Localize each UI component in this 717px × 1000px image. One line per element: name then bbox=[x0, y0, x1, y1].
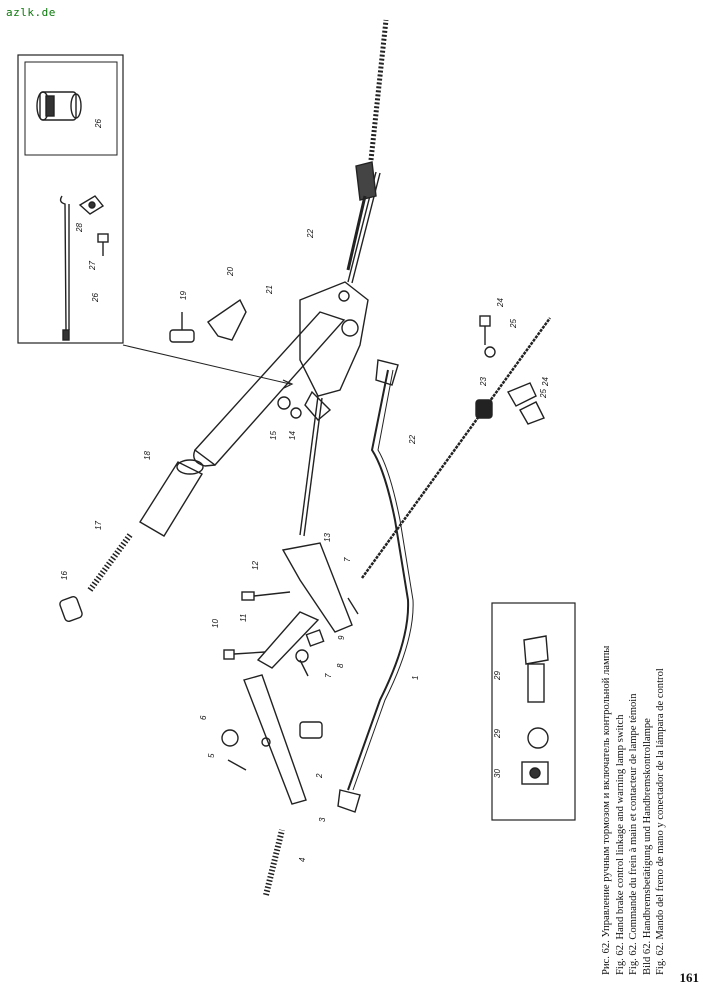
label-23: 23 bbox=[479, 377, 488, 387]
caption-german: Bild 62. Handbremsbetätigung und Handbre… bbox=[641, 718, 653, 975]
label-6: 6 bbox=[199, 715, 208, 720]
part-7-pin-b bbox=[347, 597, 359, 615]
front-rod bbox=[299, 395, 323, 537]
label-17: 17 bbox=[94, 521, 103, 530]
label-9: 9 bbox=[337, 635, 346, 640]
part-19-switch bbox=[169, 312, 195, 343]
label-11: 11 bbox=[239, 614, 248, 622]
label-16: 16 bbox=[60, 571, 69, 580]
caption-french: Fig. 62. Commande du frein à main et con… bbox=[628, 693, 639, 975]
inset-box-warning-switch bbox=[17, 54, 124, 344]
inset-box-sub-29 bbox=[24, 61, 118, 156]
label-18: 18 bbox=[143, 451, 152, 460]
label-15: 15 bbox=[269, 431, 278, 440]
part-7-pin-a bbox=[299, 659, 309, 677]
part-29-switch-body bbox=[36, 91, 82, 121]
part-9-nut bbox=[305, 629, 325, 647]
part-21-lever-assembly bbox=[193, 281, 369, 467]
part-11-plate bbox=[256, 611, 320, 669]
label-19: 19 bbox=[179, 291, 188, 300]
label-24b: 29 bbox=[493, 671, 502, 681]
watermark: azlk.de bbox=[6, 6, 56, 19]
label-20: 20 bbox=[226, 267, 235, 277]
label-13: 13 bbox=[323, 533, 332, 542]
label-2: 2 bbox=[315, 773, 324, 779]
part-4-spring bbox=[263, 829, 285, 896]
label-5: 5 bbox=[207, 753, 216, 758]
part-1-cable bbox=[337, 359, 414, 813]
part-3-lever-arm bbox=[243, 674, 307, 805]
part-16-button bbox=[59, 596, 83, 622]
label-25a: 25 bbox=[509, 319, 518, 329]
inset-leader-line bbox=[122, 344, 291, 385]
part-5-pin bbox=[227, 759, 247, 771]
label-4: 4 bbox=[298, 857, 307, 862]
part-17-spring bbox=[87, 533, 133, 592]
part-27-clip bbox=[519, 401, 545, 425]
label-7b: 7 bbox=[343, 557, 352, 562]
label-12: 12 bbox=[251, 561, 260, 570]
caption-russian: Рис. 62. Управление ручным тормозом и вк… bbox=[601, 645, 612, 975]
label-26a: 24 bbox=[541, 377, 550, 387]
label-10: 10 bbox=[211, 619, 220, 628]
part-6-nut bbox=[221, 729, 239, 747]
label-29a: 26 bbox=[94, 119, 103, 129]
part-12-bolt bbox=[241, 591, 291, 601]
inset-box-fasteners bbox=[491, 602, 576, 821]
label-28: 26 bbox=[91, 293, 100, 303]
part-15-nut bbox=[277, 396, 291, 410]
part-24-bolt-top bbox=[479, 315, 491, 345]
label-22b: 22 bbox=[408, 435, 417, 445]
label-3: 3 bbox=[318, 817, 327, 822]
part-29-plunger bbox=[97, 233, 109, 256]
caption-spanish: Fig. 62. Mando del freno de mano y conec… bbox=[655, 668, 666, 975]
part-24-bolt-inset bbox=[523, 635, 549, 703]
part-10-bolt bbox=[223, 649, 266, 660]
label-24a: 24 bbox=[496, 298, 505, 308]
page-number: 161 bbox=[679, 970, 700, 985]
caption-english: Fig. 62. Hand brake control linkage and … bbox=[614, 714, 626, 975]
label-1: 1 bbox=[411, 676, 420, 680]
label-25b: 29 bbox=[493, 729, 502, 739]
part-22-rear-cable bbox=[346, 19, 389, 284]
figure-caption: Рис. 62. Управление ручным тормозом и вк… bbox=[600, 575, 668, 975]
label-8: 8 bbox=[336, 663, 345, 668]
part-8-washer bbox=[295, 649, 309, 663]
part-25-washer-inset bbox=[527, 727, 549, 749]
part-14-washer bbox=[290, 407, 302, 419]
part-26-clip bbox=[506, 382, 537, 407]
part-26-square-nut-inset bbox=[521, 761, 549, 785]
label-27: 25 bbox=[539, 389, 548, 399]
part-28-rod bbox=[59, 195, 70, 341]
label-22a: 22 bbox=[306, 229, 315, 239]
label-26b: 30 bbox=[493, 769, 502, 778]
label-21: 21 bbox=[265, 285, 274, 295]
part-13-plate bbox=[281, 542, 353, 633]
label-7a: 7 bbox=[324, 673, 333, 678]
part-20-bracket bbox=[207, 298, 247, 341]
part-22-front-cable bbox=[360, 317, 552, 579]
part-30-clip bbox=[78, 195, 105, 215]
part-2-adjuster bbox=[299, 721, 323, 739]
part-18-handle bbox=[139, 459, 204, 537]
part-23-guide bbox=[475, 399, 493, 419]
label-14: 14 bbox=[288, 431, 297, 440]
part-25-washer-top bbox=[484, 346, 496, 358]
label-29b: 27 bbox=[88, 261, 97, 271]
label-30: 28 bbox=[75, 223, 84, 233]
